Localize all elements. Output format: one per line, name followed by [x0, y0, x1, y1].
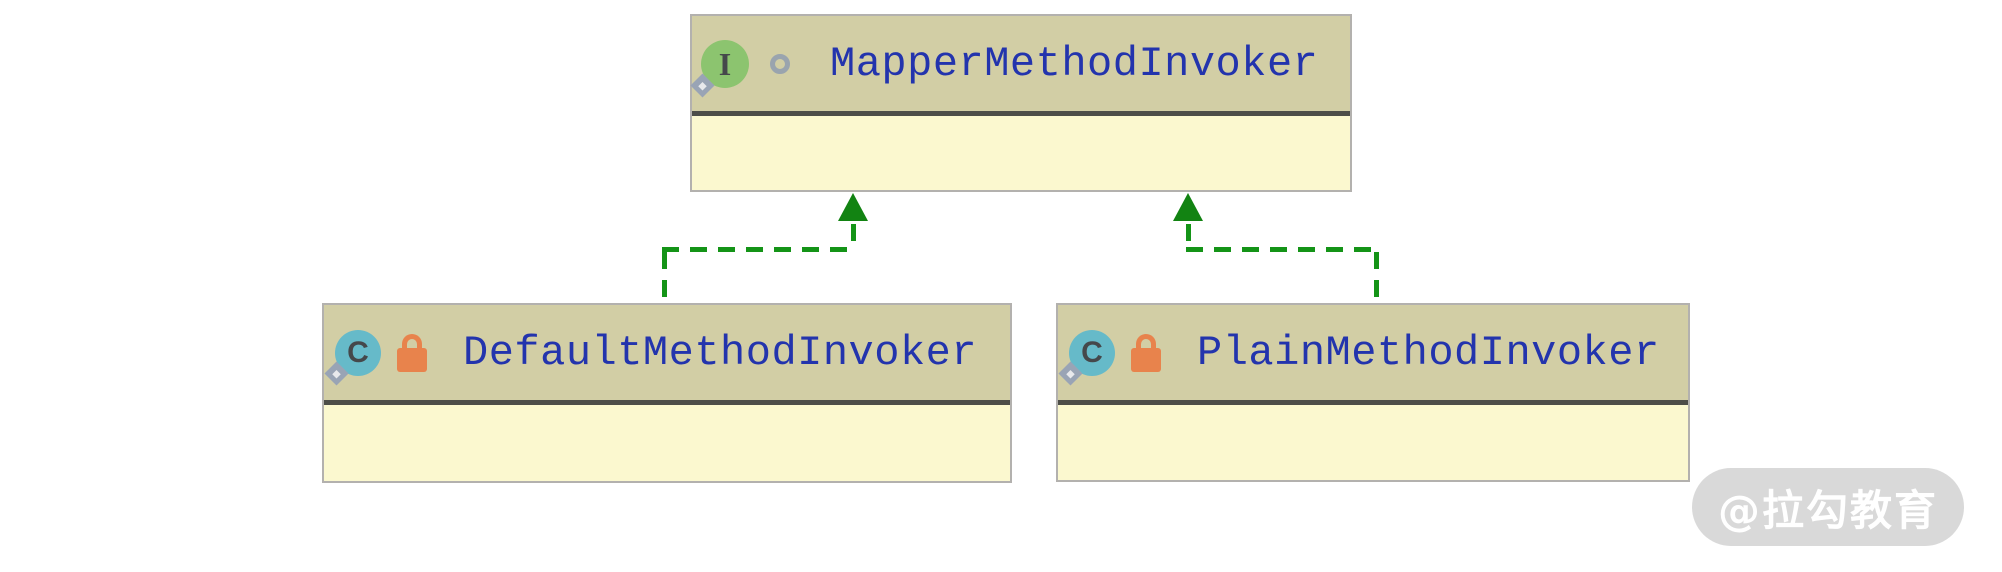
node-body — [324, 405, 1010, 481]
node-header: I MapperMethodInvoker — [690, 16, 1350, 116]
expand-diamond-icon — [690, 72, 715, 98]
uml-node-class-defaultmethodinvoker[interactable]: C DefaultMethodInvoker — [322, 303, 1012, 483]
watermark-badge: @拉勾教育 — [1692, 468, 1964, 546]
class-icon: C — [324, 329, 381, 386]
node-title: MapperMethodInvoker — [830, 39, 1319, 88]
expand-diamond-icon — [324, 360, 349, 386]
implements-arrowhead-icon — [1173, 193, 1203, 221]
node-title: PlainMethodInvoker — [1197, 328, 1660, 377]
watermark-text: @拉勾教育 — [1717, 485, 1938, 535]
lock-icon — [397, 333, 427, 372]
node-body — [692, 116, 1350, 190]
node-title: DefaultMethodInvoker — [463, 328, 978, 377]
node-header: C DefaultMethodInvoker — [324, 305, 1010, 405]
uml-node-class-plainmethodinvoker[interactable]: C PlainMethodInvoker — [1056, 303, 1690, 482]
node-body — [1058, 405, 1688, 480]
interface-icon-letter: I — [718, 45, 732, 82]
uml-node-interface-mappermethodinvoker[interactable]: I MapperMethodInvoker — [690, 14, 1352, 192]
class-icon-letter: C — [347, 335, 369, 369]
interface-icon: I — [690, 39, 749, 98]
class-icon-letter: C — [1081, 335, 1103, 369]
visibility-ring-icon — [770, 53, 790, 74]
expand-diamond-icon — [1058, 360, 1083, 386]
node-header: C PlainMethodInvoker — [1058, 305, 1688, 405]
lock-icon — [1131, 333, 1161, 372]
implements-arrowhead-icon — [838, 193, 868, 221]
class-icon: C — [1058, 329, 1115, 386]
